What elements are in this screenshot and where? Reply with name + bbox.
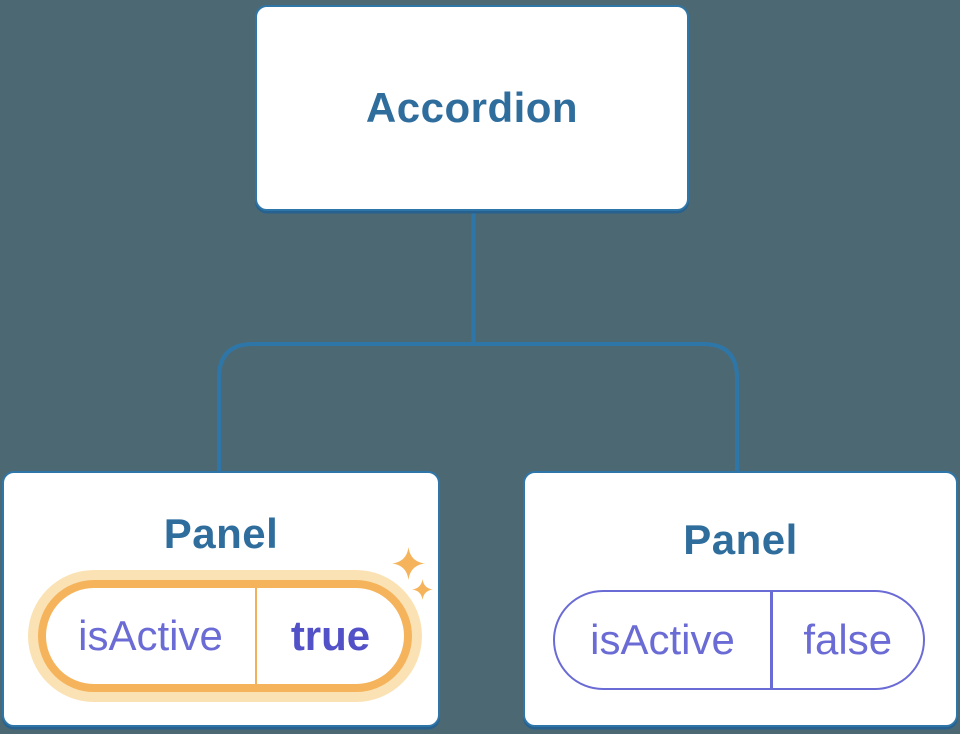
state-pill-active: isActive true	[38, 580, 412, 692]
panel-active-label: Panel	[163, 510, 279, 557]
accordion-node-label: Accordion	[365, 84, 579, 131]
connector-branch	[217, 342, 739, 472]
sparkle-small-icon	[412, 579, 433, 600]
panel-inactive-label: Panel	[683, 516, 798, 563]
accordion-node: Accordion	[255, 5, 689, 211]
state-value: false	[803, 616, 893, 663]
sparkle-icon	[392, 547, 433, 600]
pill-divider	[255, 588, 257, 684]
sparkle-large-icon	[392, 547, 425, 580]
state-key: isActive	[78, 612, 223, 659]
state-key: isActive	[590, 616, 735, 663]
panel-node-inactive: Panel isActive false	[523, 471, 958, 727]
state-value: true	[290, 612, 371, 659]
panel-node-active: Panel isActive true	[2, 471, 440, 727]
pill-divider	[770, 592, 773, 688]
state-pill-inactive: isActive false	[553, 590, 925, 690]
